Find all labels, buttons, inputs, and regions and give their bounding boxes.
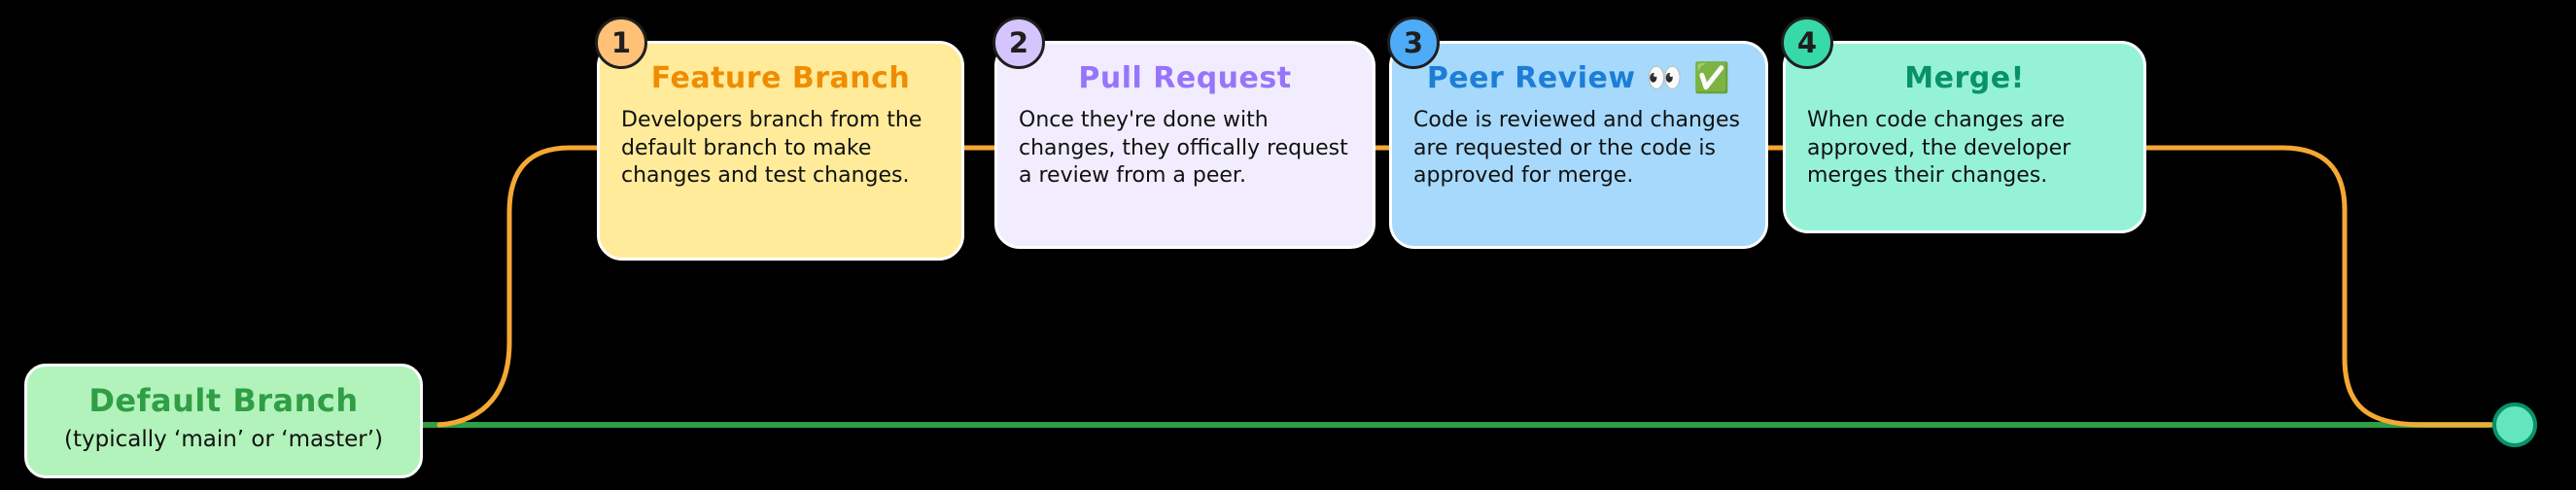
step-2-number-badge: 2 [992, 17, 1045, 69]
step-4-title: Merge! [1904, 61, 2025, 95]
default-branch-subtitle: (typically ‘main’ or ‘master’) [64, 427, 383, 452]
step-2-body: Once they're done with changes, they off… [1019, 108, 1348, 189]
step-3-title: Peer Review 👀 ✅ [1426, 61, 1731, 95]
step-merge: 4 Merge! When code changes are approved,… [1781, 17, 2146, 233]
step-3-body: Code is reviewed and changes are request… [1413, 108, 1740, 189]
step-peer-review: 3 Peer Review 👀 ✅ Code is reviewed and c… [1387, 17, 1768, 249]
default-branch-box: Default Branch (typically ‘main’ or ‘mas… [24, 364, 423, 478]
step-1-title: Feature Branch [650, 61, 911, 95]
step-feature-branch: 1 Feature Branch Developers branch from … [595, 17, 964, 261]
merge-commit-node [2492, 402, 2537, 447]
step-3-number-badge: 3 [1387, 17, 1440, 69]
step-4-body: When code changes are approved, the deve… [1807, 108, 2071, 189]
feature-branch-line [436, 145, 2493, 428]
step-1-number-badge: 1 [595, 17, 647, 69]
step-pull-request: 2 Pull Request Once they're done with ch… [992, 17, 1375, 249]
step-4-number-badge: 4 [1781, 17, 1833, 69]
step-2-title: Pull Request [1078, 61, 1292, 95]
default-branch-title: Default Branch [88, 382, 359, 419]
step-1-body: Developers branch from the default branc… [621, 108, 922, 189]
